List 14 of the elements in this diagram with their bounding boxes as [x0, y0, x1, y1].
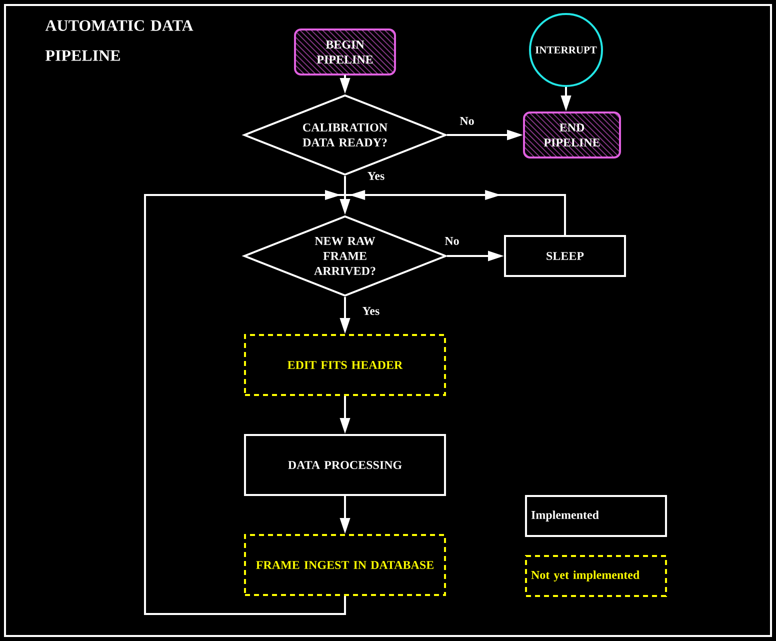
circle-node: INTERRUPT	[529, 13, 603, 87]
process-box: FRAME INGEST IN DATABASE	[244, 534, 446, 596]
terminal-box: END PIPELINE	[523, 112, 621, 158]
terminal-box: BEGIN PIPELINE	[294, 28, 396, 76]
title: AUTOMATIC DATA PIPELINE	[45, 20, 194, 61]
process-box: SLEEP	[504, 235, 626, 277]
edge-label: No	[458, 116, 476, 126]
legend-box: Not yet implemented	[525, 555, 667, 597]
process-box: DATA PROCESSING	[244, 434, 446, 496]
process-box: EDIT FITS HEADER	[244, 334, 446, 396]
legend-box: Implemented	[525, 495, 667, 537]
arrow	[144, 190, 346, 615]
edge-label: Yes	[360, 306, 382, 316]
arrow	[345, 190, 566, 235]
